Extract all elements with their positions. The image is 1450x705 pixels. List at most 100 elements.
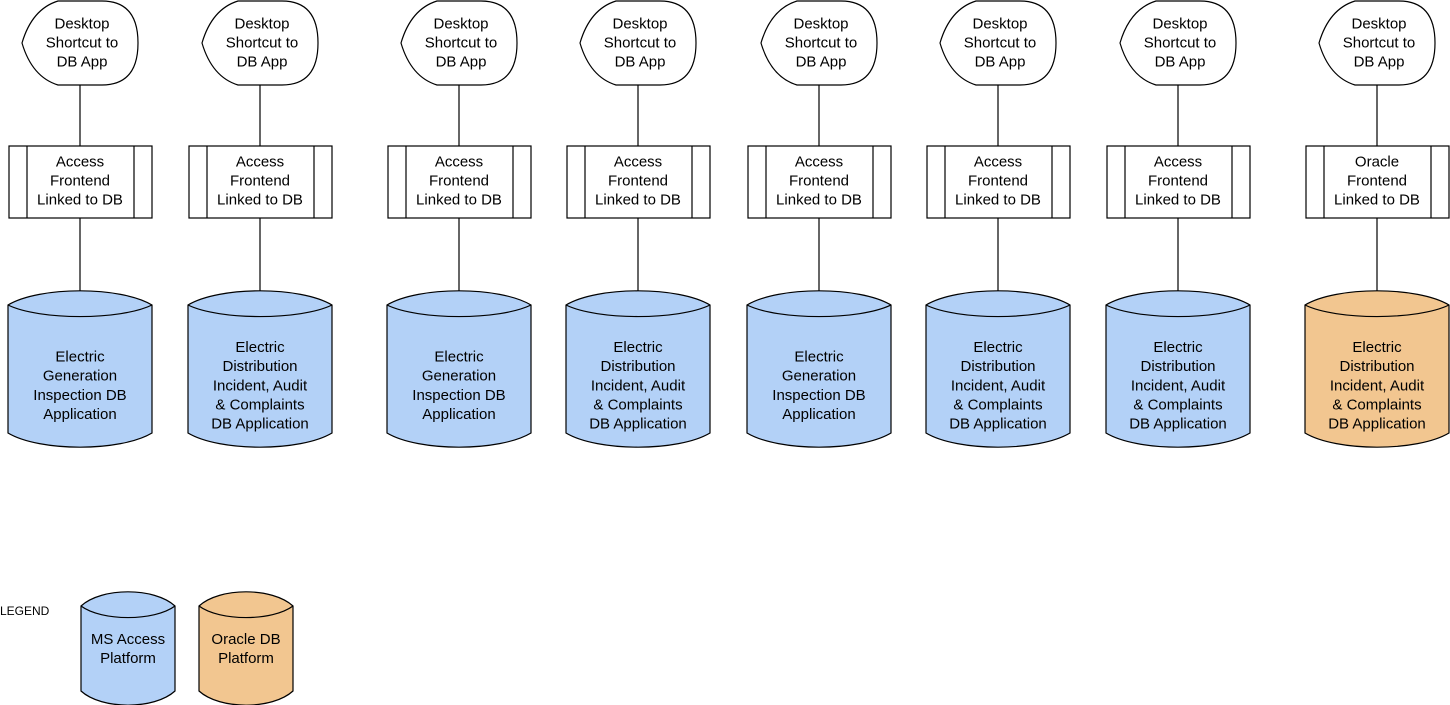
frontend-label-line: Frontend bbox=[1347, 172, 1407, 189]
shortcut-label-line: Desktop bbox=[612, 15, 667, 32]
database-label-line: & Complaints bbox=[1332, 396, 1421, 413]
database-cylinder-body bbox=[746, 290, 892, 448]
frontend-label-line: Linked to DB bbox=[217, 191, 303, 208]
database-cylinder-rim bbox=[386, 304, 532, 318]
frontend-outline bbox=[1106, 145, 1251, 219]
shortcut-outline bbox=[579, 0, 697, 86]
database-label-line: DB Application bbox=[1129, 416, 1227, 433]
shortcut-label-line: Shortcut to bbox=[425, 34, 498, 51]
frontend-label-line: Linked to DB bbox=[1334, 191, 1420, 208]
shortcut-label-line: DB App bbox=[57, 53, 108, 70]
shortcut-label-line: Desktop bbox=[793, 15, 848, 32]
database-label-line: Distribution bbox=[600, 358, 675, 375]
frontend-label-line: Access bbox=[974, 153, 1022, 170]
database-label-line: Electric bbox=[55, 348, 105, 365]
database-label-line: Electric bbox=[973, 339, 1023, 356]
database-label-line: Electric bbox=[434, 348, 484, 365]
shortcut-label-line: DB App bbox=[615, 53, 666, 70]
frontend-label-line: Linked to DB bbox=[595, 191, 681, 208]
frontend-label-line: Oracle bbox=[1355, 153, 1399, 170]
shortcut-label-line: DB App bbox=[436, 53, 487, 70]
frontend-label-line: Access bbox=[1154, 153, 1202, 170]
database-label-line: Generation bbox=[422, 368, 496, 385]
frontend-label-line: Access bbox=[56, 153, 104, 170]
frontend-label-line: Access bbox=[435, 153, 483, 170]
frontend-label-line: Linked to DB bbox=[776, 191, 862, 208]
frontend-label-line: Frontend bbox=[968, 172, 1028, 189]
database-label-line: Distribution bbox=[1140, 358, 1215, 375]
database-cylinder-body bbox=[925, 290, 1071, 448]
frontend-label-line: Frontend bbox=[608, 172, 668, 189]
database-label-line: Inspection DB bbox=[412, 387, 505, 404]
legend-label-line: Oracle DB bbox=[211, 631, 280, 648]
shortcut-outline bbox=[400, 0, 518, 86]
database-label-line: Incident, Audit bbox=[591, 377, 686, 394]
database-label-line: Distribution bbox=[960, 358, 1035, 375]
database-label-line: Inspection DB bbox=[772, 387, 865, 404]
frontend-outline bbox=[188, 145, 333, 219]
shortcut-outline bbox=[760, 0, 878, 86]
database-label-line: & Complaints bbox=[215, 396, 304, 413]
legend-cylinder-oracle-rim bbox=[198, 605, 294, 619]
shortcut-outline bbox=[1119, 0, 1237, 86]
database-label-line: DB Application bbox=[1328, 416, 1426, 433]
database-label-line: Electric bbox=[1153, 339, 1203, 356]
database-label-line: Generation bbox=[782, 368, 856, 385]
database-cylinder-rim bbox=[187, 304, 333, 318]
database-label-line: Inspection DB bbox=[33, 387, 126, 404]
database-label-line: Application bbox=[422, 406, 495, 423]
database-label-line: & Complaints bbox=[953, 396, 1042, 413]
shortcut-label-line: Shortcut to bbox=[1144, 34, 1217, 51]
frontend-label-line: Linked to DB bbox=[37, 191, 123, 208]
shortcut-label-line: Desktop bbox=[54, 15, 109, 32]
database-cylinder-body bbox=[1304, 290, 1450, 448]
shortcut-label-line: Desktop bbox=[433, 15, 488, 32]
shortcut-label-line: DB App bbox=[975, 53, 1026, 70]
shortcut-label-line: Shortcut to bbox=[964, 34, 1037, 51]
